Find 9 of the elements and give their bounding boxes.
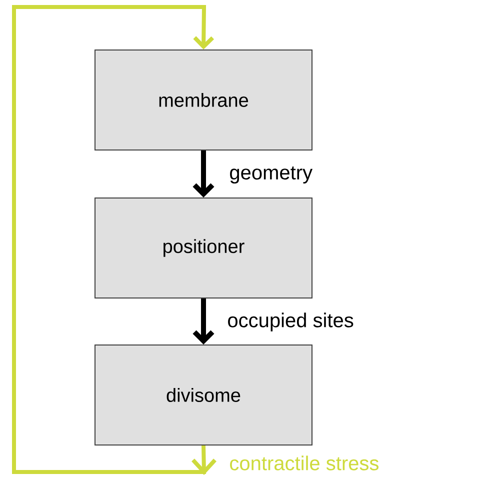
process-box: divisome xyxy=(94,344,312,446)
arrow xyxy=(192,298,214,344)
arrow xyxy=(192,150,214,198)
edge-label: contractile stress xyxy=(230,456,378,470)
feedback-arrow xyxy=(12,5,216,475)
process-box: membrane xyxy=(94,50,312,150)
process-box: positioner xyxy=(94,198,312,298)
edge-label: occupied sites xyxy=(228,312,354,332)
edge-label: geometry xyxy=(230,166,313,184)
